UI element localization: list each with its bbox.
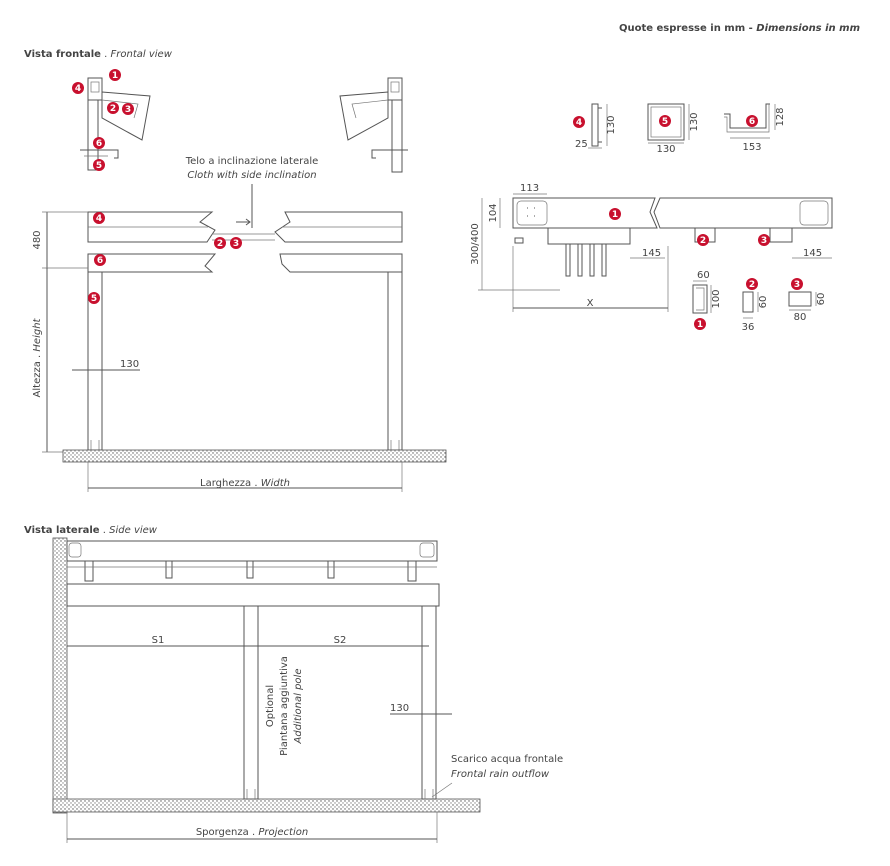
svg-text:145: 145 bbox=[642, 248, 661, 259]
cloth-note-it: Telo a inclinazione laterale bbox=[185, 156, 319, 167]
wall bbox=[52, 537, 68, 814]
section-beam bbox=[512, 197, 833, 277]
svg-text:S2: S2 bbox=[334, 635, 347, 646]
units-note: Quote espresse in mm - Dimensions in mm bbox=[619, 23, 860, 34]
badge-6 bbox=[93, 137, 105, 149]
rain-outflow-en: Frontal rain outflow bbox=[451, 769, 550, 780]
badge-5 bbox=[93, 159, 105, 171]
ground-side bbox=[52, 798, 481, 813]
svg-text:145: 145 bbox=[803, 248, 822, 259]
left-beam-detail bbox=[80, 77, 151, 171]
svg-text:80: 80 bbox=[794, 312, 807, 323]
svg-text:60: 60 bbox=[758, 296, 769, 309]
rain-outflow-it: Scarico acqua frontale bbox=[451, 754, 563, 765]
svg-text:130: 130 bbox=[606, 115, 617, 134]
badge-1-section bbox=[609, 208, 621, 220]
ground-frontal bbox=[62, 449, 447, 463]
profile-4: 130 25 bbox=[575, 103, 617, 150]
badge-2-frame bbox=[214, 237, 226, 249]
badge-2-profile bbox=[746, 278, 758, 290]
right-beam-detail bbox=[339, 77, 408, 173]
badge-6-frame bbox=[94, 254, 106, 266]
svg-text:130: 130 bbox=[689, 112, 700, 131]
svg-text:25: 25 bbox=[575, 139, 588, 150]
svg-text:36: 36 bbox=[742, 322, 755, 333]
svg-text:300/400: 300/400 bbox=[470, 223, 481, 265]
dim-height: Altezza . Height bbox=[32, 268, 88, 453]
badge-5-frame bbox=[88, 292, 100, 304]
svg-text:153: 153 bbox=[742, 142, 761, 153]
frontal-frame bbox=[87, 211, 403, 451]
profile-5: 130 130 bbox=[647, 103, 700, 155]
badge-1 bbox=[109, 69, 121, 81]
svg-text:S1: S1 bbox=[152, 635, 165, 646]
svg-text:104: 104 bbox=[488, 203, 499, 222]
profile-6: 128 153 bbox=[724, 103, 786, 153]
badge-4 bbox=[72, 82, 84, 94]
svg-text:128: 128 bbox=[775, 107, 786, 126]
inclination-arrow bbox=[236, 218, 251, 226]
side-view-title: Vista laterale . Side view bbox=[24, 525, 158, 536]
badge-2-section bbox=[697, 234, 709, 246]
profile-2: 60 36 bbox=[742, 291, 769, 333]
badge-4-profile bbox=[573, 116, 585, 128]
badge-3-frame bbox=[230, 237, 242, 249]
svg-text:Sporgenza . Projection: Sporgenza . Projection bbox=[196, 827, 308, 838]
pole-label-en: Additional pole bbox=[293, 669, 304, 745]
side-frame bbox=[66, 540, 440, 800]
dim-480: 480 bbox=[32, 211, 88, 269]
badge-2 bbox=[107, 102, 119, 114]
dim-130-frontal: 130 bbox=[72, 359, 140, 371]
optional-label: Optional bbox=[265, 685, 276, 727]
badge-1-profile bbox=[694, 318, 706, 330]
svg-text:130: 130 bbox=[120, 359, 139, 370]
badge-3-profile bbox=[791, 278, 803, 290]
badge-6-profile bbox=[746, 115, 758, 127]
svg-text:480: 480 bbox=[32, 230, 43, 249]
svg-text:Larghezza . Width: Larghezza . Width bbox=[200, 478, 290, 489]
section-dims: 113 104 300/400 145 145 X bbox=[470, 183, 832, 312]
profile-3: 60 80 bbox=[788, 291, 827, 323]
badge-3-section bbox=[758, 234, 770, 246]
badge-3 bbox=[122, 103, 134, 115]
cloth-note-en: Cloth with side inclination bbox=[187, 170, 316, 181]
rain-leader bbox=[431, 782, 453, 798]
frontal-view-title: Vista frontale . Frontal view bbox=[24, 49, 173, 60]
dim-projection: Sporgenza . Projection bbox=[66, 812, 438, 843]
dim-s1-s2: S1 S2 bbox=[67, 635, 429, 647]
dim-130-side: 130 bbox=[390, 703, 452, 715]
svg-text:130: 130 bbox=[656, 144, 675, 155]
svg-text:113: 113 bbox=[520, 183, 539, 194]
svg-text:130: 130 bbox=[390, 703, 409, 714]
svg-text:Altezza . Height: Altezza . Height bbox=[32, 317, 43, 397]
pole-label-it: Piantana aggiuntiva bbox=[279, 656, 290, 756]
dim-width: Larghezza . Width bbox=[87, 462, 403, 492]
svg-text:100: 100 bbox=[711, 289, 722, 308]
svg-text:60: 60 bbox=[816, 293, 827, 306]
svg-text:60: 60 bbox=[697, 270, 710, 281]
profile-1: 60 100 bbox=[692, 270, 722, 314]
svg-text:X: X bbox=[587, 298, 594, 309]
badge-4-frame bbox=[93, 212, 105, 224]
badge-5-profile bbox=[659, 115, 671, 127]
